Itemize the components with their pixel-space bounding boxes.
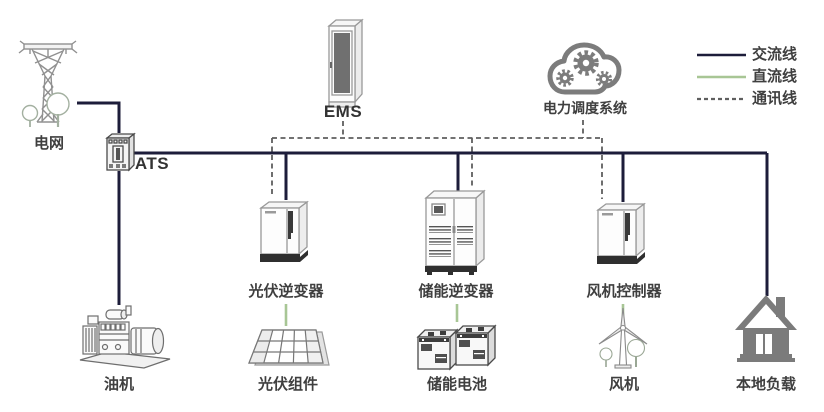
diesel-generator-icon bbox=[79, 305, 171, 369]
legend-dc-label: 直流线 bbox=[752, 68, 798, 85]
storage-inverter-label: 储能逆变器 bbox=[418, 283, 494, 300]
storage-inverter-icon bbox=[424, 189, 486, 275]
dc-lines bbox=[284, 304, 625, 326]
ems-rack-icon bbox=[327, 18, 364, 108]
grid-label: 电网 bbox=[33, 135, 65, 152]
pv-modules-icon bbox=[248, 329, 330, 366]
wind-controller-icon bbox=[596, 202, 646, 264]
ac-lines bbox=[77, 101, 769, 305]
ems-label: EMS bbox=[323, 102, 363, 121]
wind-controller-label: 风机控制器 bbox=[586, 283, 662, 300]
tree-icon bbox=[599, 338, 646, 367]
gear-icon bbox=[556, 50, 613, 88]
pv-inverter-label: 光伏逆变器 bbox=[248, 283, 324, 300]
diesel-label: 油机 bbox=[103, 376, 135, 393]
wind-turbine-icon bbox=[598, 307, 648, 369]
ats-switch-icon bbox=[105, 132, 136, 172]
pv-inverter-icon bbox=[259, 200, 309, 262]
dispatch-cloud-icon bbox=[547, 42, 622, 95]
battery-label: 储能电池 bbox=[426, 376, 488, 393]
local-load-house-icon bbox=[735, 295, 797, 362]
pv-modules-label: 光伏组件 bbox=[257, 376, 319, 393]
ats-label: ATS bbox=[134, 154, 170, 173]
legend-swatches bbox=[697, 53, 746, 101]
comm-lines bbox=[271, 120, 603, 199]
local-load-label: 本地负载 bbox=[735, 376, 797, 393]
legend-ac-label: 交流线 bbox=[752, 46, 798, 63]
legend-comm-label: 通讯线 bbox=[752, 90, 798, 107]
dispatch-label: 电力调度系统 bbox=[543, 100, 627, 116]
tree-icon bbox=[21, 92, 70, 127]
grid-tower-icon bbox=[18, 40, 78, 127]
battery-icon bbox=[416, 324, 497, 371]
wind-turbine-label: 风机 bbox=[608, 376, 640, 393]
